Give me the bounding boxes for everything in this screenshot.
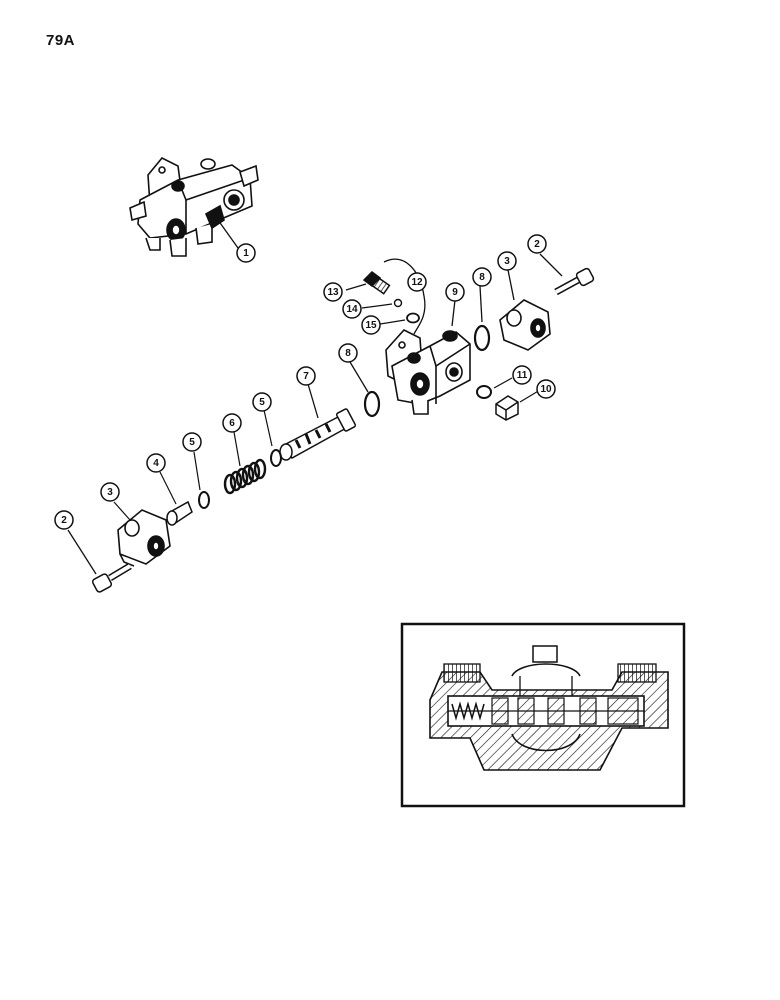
- spool-7: [279, 408, 357, 461]
- callout-number: 12: [411, 277, 423, 288]
- port-right: [617, 663, 657, 683]
- callout-number: 2: [534, 239, 540, 250]
- callout-3: 3: [497, 251, 517, 271]
- spring-6: [223, 458, 267, 495]
- washer-5-right: [270, 449, 282, 467]
- callout-circle: [361, 315, 381, 335]
- o-ring-8-left: [363, 390, 381, 418]
- callout-circle: [54, 510, 74, 530]
- callout-circle: [536, 379, 556, 399]
- callout-1: 1: [236, 243, 256, 263]
- callout-5: 5: [252, 392, 272, 412]
- callout-13: 13: [323, 282, 343, 302]
- callout-number: 13: [327, 287, 339, 298]
- guide-4: [166, 500, 193, 526]
- callout-number: 2: [61, 515, 67, 526]
- port-left: [443, 663, 481, 683]
- callout-circle: [146, 453, 166, 473]
- callout-circle: [338, 343, 358, 363]
- callout-circle: [182, 432, 202, 452]
- valve-housing: [385, 329, 471, 415]
- callout-number: 14: [346, 304, 358, 315]
- plug-10: [495, 395, 519, 421]
- o-ring-8-right: [473, 324, 491, 352]
- page-number: 79A: [46, 32, 76, 49]
- callout-circle: [512, 365, 532, 385]
- callout-9: 9: [445, 282, 465, 302]
- o-ring-11: [476, 385, 492, 399]
- callout-15: 15: [361, 315, 381, 335]
- cross-section-inset: [400, 622, 686, 808]
- callout-circle: [296, 366, 316, 386]
- top-bolt: [532, 645, 558, 663]
- callout-number: 10: [540, 384, 552, 395]
- cap-screw-2-right: [554, 267, 595, 296]
- callout-number: 1: [243, 248, 249, 259]
- callout-number: 3: [107, 487, 113, 498]
- callout-10: 10: [536, 379, 556, 399]
- callout-circle: [252, 392, 272, 412]
- callout-number: 9: [452, 287, 458, 298]
- callout-circle: [323, 282, 343, 302]
- callout-5: 5: [182, 432, 202, 452]
- callout-8: 8: [472, 267, 492, 287]
- callout-number: 4: [153, 458, 159, 469]
- callout-circle: [472, 267, 492, 287]
- callout-number: 6: [229, 418, 235, 429]
- callout-14: 14: [342, 299, 362, 319]
- spring-section: [451, 701, 485, 721]
- callout-7: 7: [296, 366, 316, 386]
- callout-number: 5: [259, 397, 265, 408]
- ball-14: [393, 298, 403, 308]
- callout-circle: [407, 272, 427, 292]
- callout-12: 12: [407, 272, 427, 292]
- end-cap-3-left: [117, 509, 171, 567]
- wire-12: [383, 258, 426, 335]
- callout-6: 6: [222, 413, 242, 433]
- callout-3: 3: [100, 482, 120, 502]
- callout-number: 8: [345, 348, 351, 359]
- end-cap-3-right: [499, 299, 551, 351]
- callout-2: 2: [527, 234, 547, 254]
- callout-number: 11: [517, 370, 528, 381]
- callout-number: 7: [303, 371, 309, 382]
- callout-circle: [100, 482, 120, 502]
- callout-number: 8: [479, 272, 485, 283]
- callout-circle: [222, 413, 242, 433]
- callout-circle: [445, 282, 465, 302]
- callout-8: 8: [338, 343, 358, 363]
- callout-circle: [236, 243, 256, 263]
- callout-circle: [527, 234, 547, 254]
- callout-number: 15: [365, 320, 377, 331]
- callout-4: 4: [146, 453, 166, 473]
- callout-number: 5: [189, 437, 195, 448]
- washer-5-left: [198, 491, 210, 509]
- o-ring-15: [406, 312, 420, 324]
- callout-2: 2: [54, 510, 74, 530]
- cap-screw-13: [362, 271, 391, 295]
- cap-screw-2-left: [91, 562, 132, 593]
- leader-line: [217, 219, 239, 249]
- callout-number: 3: [504, 256, 510, 267]
- callout-circle: [342, 299, 362, 319]
- assembled-valve-body: [129, 156, 259, 257]
- callout-11: 11: [512, 365, 532, 385]
- callout-circle: [497, 251, 517, 271]
